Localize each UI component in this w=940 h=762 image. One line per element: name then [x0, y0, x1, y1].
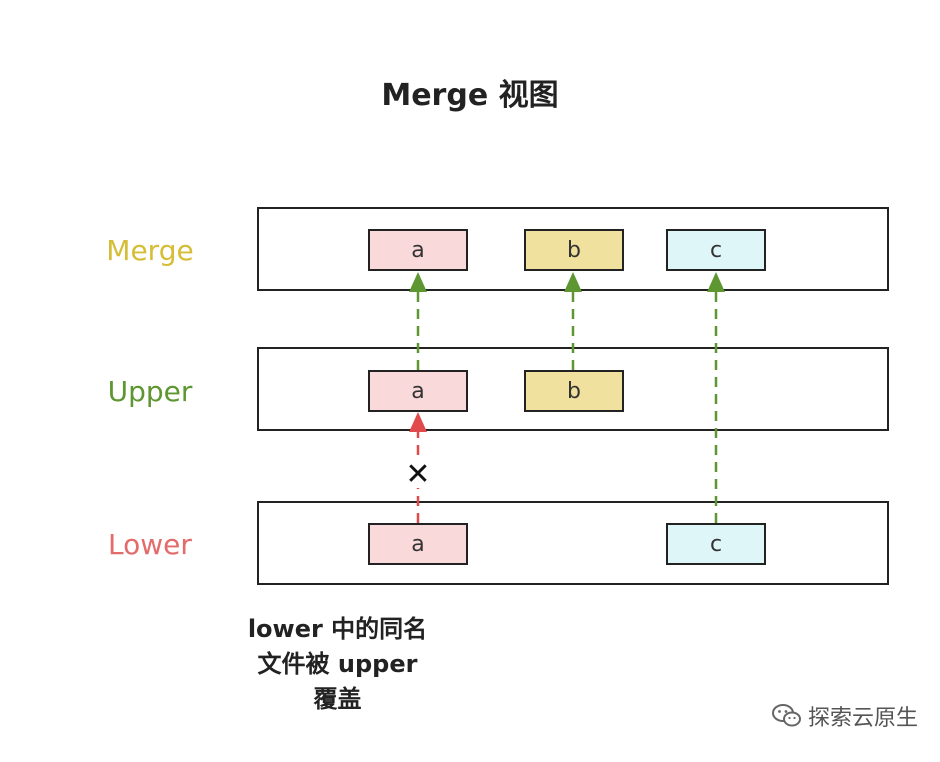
layer-label-upper: Upper [107, 375, 193, 408]
merge-file-b: b [524, 229, 624, 271]
blocked-mark: ✕ [405, 457, 430, 492]
footer-brand: 探索云原生 [771, 700, 918, 732]
caption-line-3: 覆盖 [313, 685, 362, 713]
diagram-title: Merge 视图 [381, 78, 559, 113]
arrowhead-merge-c [707, 272, 725, 292]
layer-label-merge: Merge [106, 234, 194, 267]
merge-file-c: c [666, 229, 766, 271]
blocked-mark-bg [402, 458, 434, 488]
wechat-icon [771, 704, 801, 727]
layer-label-lower: Lower [108, 528, 192, 561]
merge-file-a: a [368, 229, 468, 271]
caption: lower 中的同名 文件被 upper 覆盖 [190, 612, 485, 717]
footer-brand-name: 探索云原生 [807, 706, 918, 731]
arrowhead-merge-b [564, 272, 582, 292]
lower-layer-box [257, 501, 889, 585]
lower-file-a: a [368, 523, 468, 565]
upper-file-a: a [368, 370, 468, 412]
arrowhead-merge-a [409, 272, 427, 292]
upper-file-b: b [524, 370, 624, 412]
lower-file-c: c [666, 523, 766, 565]
caption-line-2: 文件被 upper [257, 650, 418, 678]
arrowhead-upper-a [409, 412, 427, 432]
caption-line-1: lower 中的同名 [247, 615, 428, 643]
